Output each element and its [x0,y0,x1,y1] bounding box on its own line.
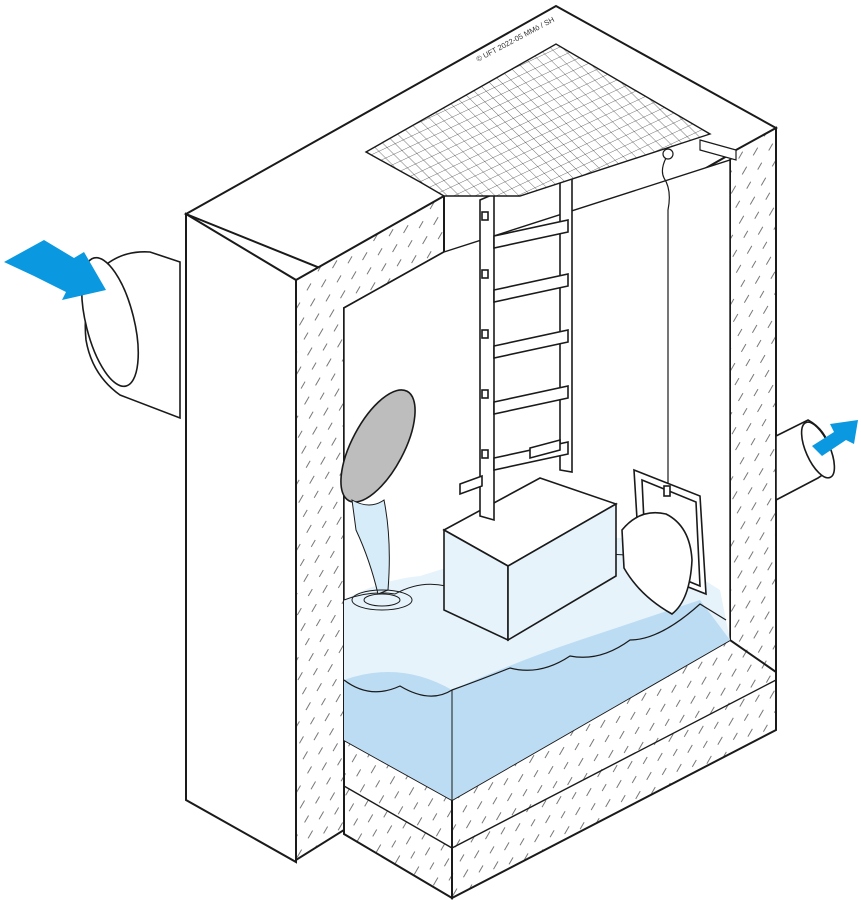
shaft-left-front-face [185,212,297,864]
outflow-arrow [812,420,858,456]
flap-valve [621,468,707,615]
water-body [343,537,730,800]
access-ladder [459,164,573,522]
concrete-block [442,477,618,642]
inlet-opening [340,389,416,503]
base-slab-side [451,638,777,900]
outflow-pipe [775,419,836,502]
grating-rim [699,139,737,161]
pull-cord [661,157,670,490]
grating-cover [364,43,712,197]
inflow-water-stream [351,499,413,611]
inflow-arrow [4,240,106,300]
